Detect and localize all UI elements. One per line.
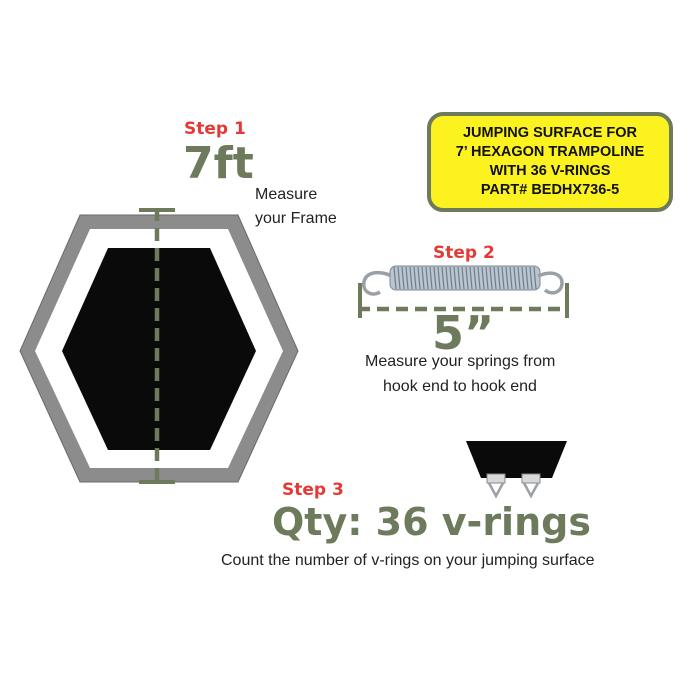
spring-coil bbox=[461, 266, 465, 290]
spring-coil bbox=[453, 266, 457, 290]
step2-desc-line1: Measure your springs from bbox=[365, 353, 556, 370]
spring-coil bbox=[393, 266, 397, 290]
spring-coil-body bbox=[389, 265, 541, 291]
spring-coil bbox=[433, 266, 437, 290]
spring-coil bbox=[525, 266, 529, 290]
info-line-1: JUMPING SURFACE FOR bbox=[462, 125, 637, 141]
spring-coil bbox=[517, 266, 521, 290]
spring-coil bbox=[425, 266, 429, 290]
spring-coils bbox=[393, 266, 537, 290]
product-info-box: JUMPING SURFACE FOR 7’ HEXAGON TRAMPOLIN… bbox=[427, 112, 673, 212]
step1-desc-line1: Measure bbox=[255, 186, 318, 203]
spring-coil bbox=[493, 266, 497, 290]
spring-coil bbox=[445, 266, 449, 290]
spring-coil bbox=[481, 266, 485, 290]
step3-label: Step 3 bbox=[282, 480, 344, 500]
step3-desc: Count the number of v-rings on your jump… bbox=[221, 552, 595, 569]
spring-coil bbox=[533, 266, 537, 290]
step1-desc-line2: your Frame bbox=[255, 210, 337, 227]
spring-coil bbox=[469, 266, 473, 290]
spring-coil bbox=[513, 266, 517, 290]
spring-coil bbox=[457, 266, 461, 290]
spring-coil bbox=[485, 266, 489, 290]
spring-length-value: 5” bbox=[432, 306, 495, 360]
spring-coil bbox=[401, 266, 405, 290]
info-line-2: 7’ HEXAGON TRAMPOLINE bbox=[455, 144, 645, 160]
spring-coil bbox=[473, 266, 477, 290]
spring-coil bbox=[441, 266, 445, 290]
spring-coil bbox=[429, 266, 433, 290]
spring-coil bbox=[489, 266, 493, 290]
spring-coil bbox=[529, 266, 533, 290]
info-line-4: PART# BEDHX736-5 bbox=[480, 182, 620, 198]
spring-coil bbox=[505, 266, 509, 290]
trampoline-diagram bbox=[19, 208, 299, 484]
spring-hook-right bbox=[537, 271, 564, 295]
step1-label: Step 1 bbox=[184, 119, 246, 139]
spring-diagram bbox=[358, 265, 569, 318]
spring-coil bbox=[409, 266, 413, 290]
v-ring-mat-section bbox=[466, 441, 567, 478]
spring-coil bbox=[501, 266, 505, 290]
v-ring-diagram bbox=[466, 441, 567, 499]
spring-coil bbox=[417, 266, 421, 290]
spring-coil bbox=[397, 266, 401, 290]
frame-size-value: 7ft bbox=[183, 138, 254, 189]
step2-label: Step 2 bbox=[433, 243, 495, 263]
spring-coil bbox=[497, 266, 501, 290]
step2-desc-line2: hook end to hook end bbox=[383, 378, 537, 395]
spring-coil bbox=[521, 266, 525, 290]
v-ring-right bbox=[521, 473, 541, 499]
v-ring-left bbox=[486, 473, 506, 499]
spring-coil bbox=[449, 266, 453, 290]
spring-coil bbox=[405, 266, 409, 290]
v-ring-quantity: Qty: 36 v-rings bbox=[272, 500, 591, 544]
spring-coil bbox=[421, 266, 425, 290]
spring-coil bbox=[509, 266, 513, 290]
spring-coil bbox=[437, 266, 441, 290]
spring-hook-left bbox=[362, 270, 393, 296]
spring-coil bbox=[413, 266, 417, 290]
spring-coil bbox=[477, 266, 481, 290]
info-line-3: WITH 36 V-RINGS bbox=[489, 163, 611, 179]
spring-coil bbox=[465, 266, 469, 290]
